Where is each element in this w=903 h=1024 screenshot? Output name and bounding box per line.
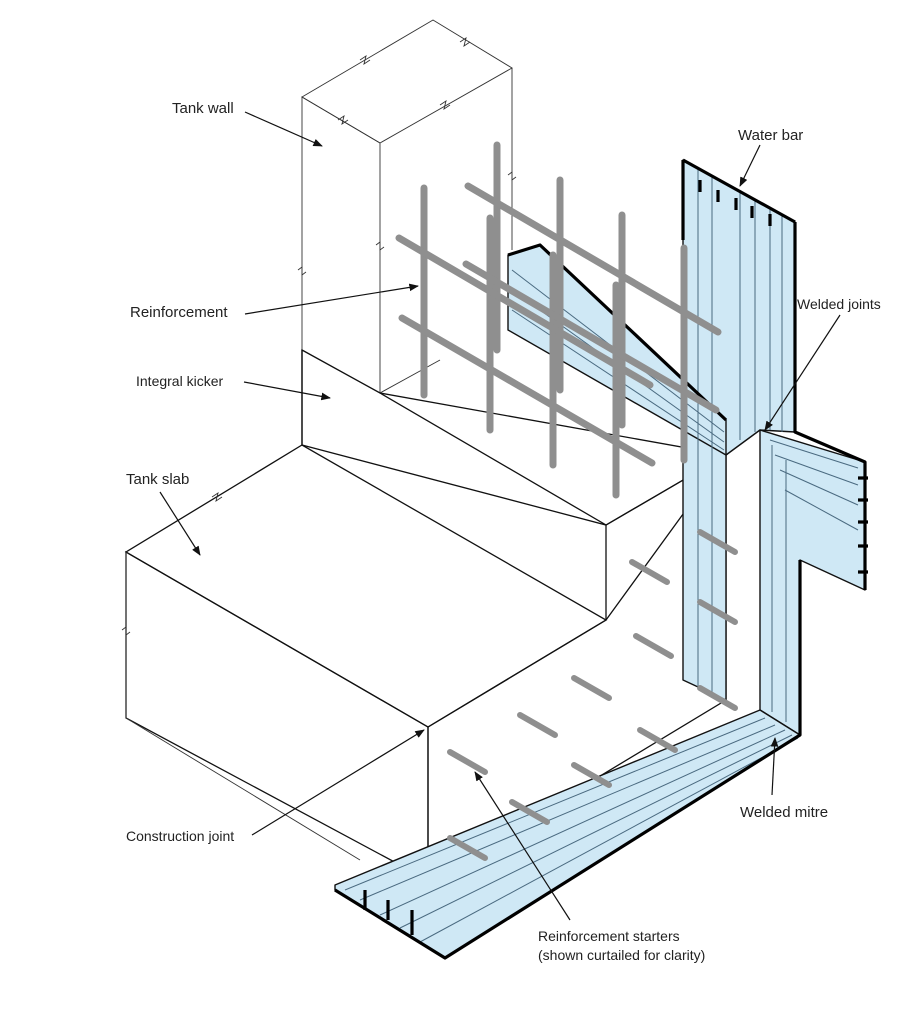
label-reinforcement-starters: Reinforcement starters bbox=[538, 928, 680, 944]
label-integral-kicker: Integral kicker bbox=[136, 373, 223, 389]
water-bar bbox=[334, 158, 868, 960]
starter-bar bbox=[697, 529, 738, 555]
label-water-bar: Water bar bbox=[738, 127, 803, 144]
starter-bar bbox=[447, 749, 488, 775]
starter-bar bbox=[629, 559, 670, 585]
rebar-horizontal bbox=[395, 234, 654, 389]
leader-tank-slab bbox=[159, 491, 201, 556]
label-welded-joints: Welded joints bbox=[797, 296, 881, 312]
leader-integral-kicker bbox=[243, 381, 331, 401]
leader-lines bbox=[159, 111, 841, 921]
starter-bar bbox=[571, 762, 612, 788]
label-tank-slab: Tank slab bbox=[126, 471, 189, 488]
label-tank-wall: Tank wall bbox=[172, 100, 234, 117]
leader-reinforcement-starters bbox=[474, 771, 571, 921]
starter-bar bbox=[571, 675, 612, 701]
starter-bar bbox=[517, 712, 558, 738]
tank-wall bbox=[297, 19, 517, 394]
starter-bar bbox=[633, 633, 674, 659]
starter-bar bbox=[697, 685, 738, 711]
wall-reinforcement bbox=[395, 141, 722, 499]
rebar-horizontal bbox=[398, 314, 656, 467]
label-construction-joint: Construction joint bbox=[126, 828, 234, 844]
leader-water-bar bbox=[739, 144, 761, 187]
reinforcement-starters bbox=[447, 529, 738, 861]
starter-bar bbox=[447, 835, 488, 861]
label-reinforcement-starters-note: (shown curtailed for clarity) bbox=[538, 947, 705, 963]
leader-construction-joint bbox=[251, 729, 425, 836]
starter-bar bbox=[697, 599, 738, 625]
labels: Tank wall Water bar Reinforcement Welded… bbox=[126, 100, 881, 963]
leader-tank-wall bbox=[244, 111, 323, 147]
starter-bar bbox=[509, 799, 550, 825]
leader-reinforcement bbox=[244, 283, 419, 315]
leader-welded-mitre bbox=[770, 737, 779, 796]
label-reinforcement: Reinforcement bbox=[130, 304, 228, 321]
rebar-horizontal bbox=[464, 182, 722, 336]
label-welded-mitre: Welded mitre bbox=[740, 804, 828, 821]
starter-bar bbox=[637, 727, 678, 753]
rebar-horizontal bbox=[462, 260, 720, 414]
leader-welded-joints bbox=[764, 314, 841, 431]
